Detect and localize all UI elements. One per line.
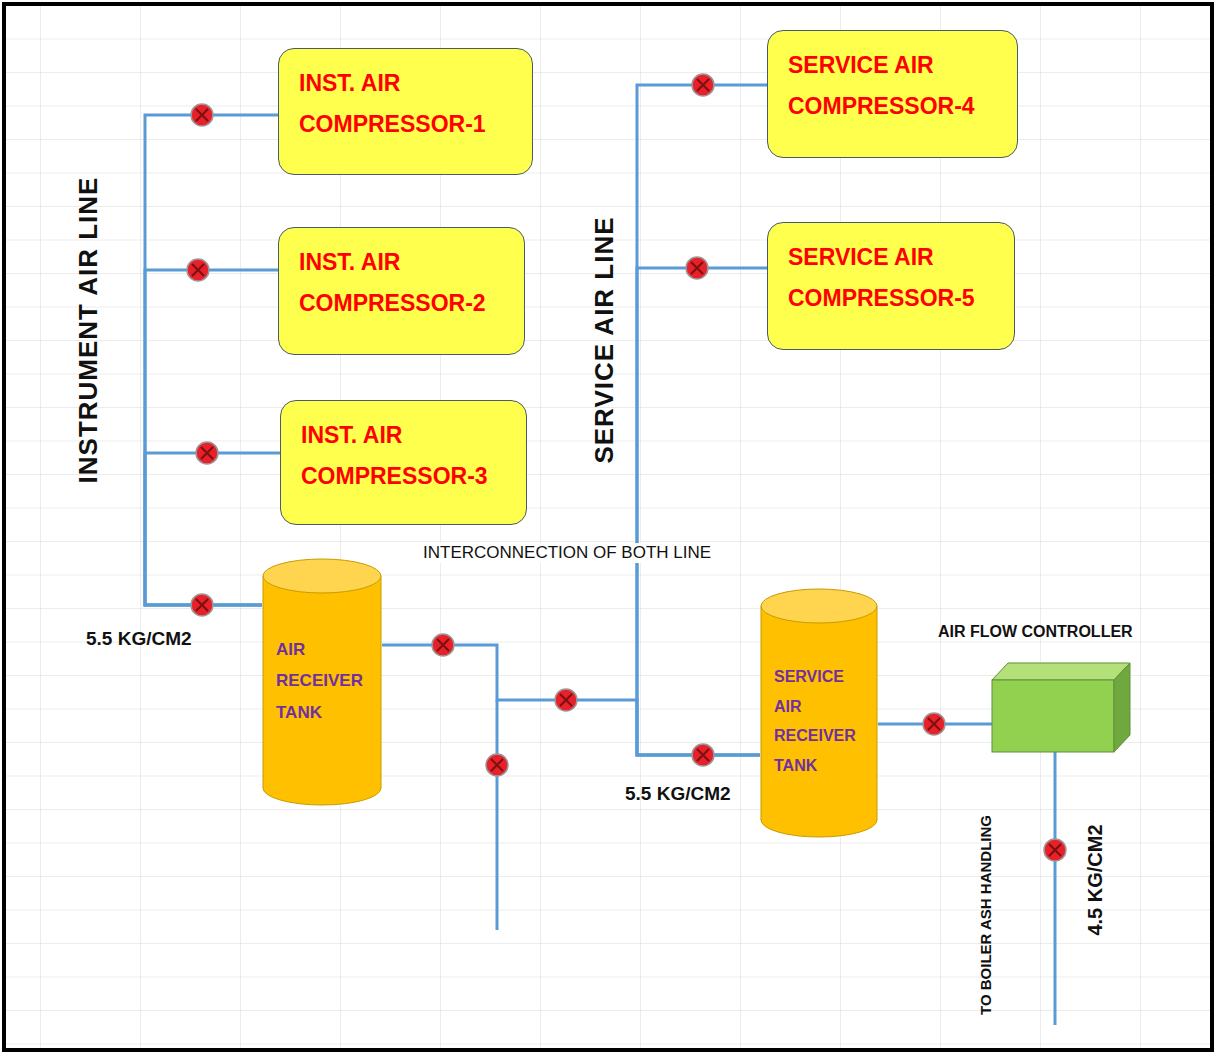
pressure-note: 5.5 KG/CM2: [86, 628, 192, 650]
valve: [686, 257, 708, 279]
valve: [191, 594, 213, 616]
pressure-note: 5.5 KG/CM2: [625, 783, 731, 805]
valve: [196, 442, 218, 464]
line-label: 4.5 KG/CM2: [1084, 824, 1107, 935]
tank-top: [263, 559, 381, 593]
air-pipe: [637, 268, 767, 755]
node-label: INST. AIR COMPRESSOR-1: [299, 63, 522, 146]
compressor-box: SERVICE AIR COMPRESSOR-4: [767, 30, 1018, 158]
tank-side: [263, 576, 381, 788]
valve: [1044, 839, 1066, 861]
air-pipe: [382, 645, 760, 755]
valve: [486, 754, 508, 776]
valve: [432, 634, 454, 656]
node-label: INST. AIR COMPRESSOR-3: [301, 415, 516, 498]
branch-pipe: [496, 700, 499, 930]
controller-front: [992, 680, 1114, 752]
valve: [923, 713, 945, 735]
pressure-note: INTERCONNECTION OF BOTH LINE: [420, 543, 714, 563]
node-label: INST. AIR COMPRESSOR-2: [299, 242, 514, 325]
ash-handling-pipe: [1054, 752, 1057, 1025]
compressor-box: INST. AIR COMPRESSOR-3: [280, 400, 527, 525]
frame-border: [4, 4, 1212, 1050]
line-label: TO BOILER ASH HANDLING: [977, 815, 994, 1015]
air-pipe: [145, 270, 278, 605]
flow-controller: AIR FLOW CONTROLLER: [992, 663, 1130, 752]
valve: [187, 259, 209, 281]
receiver-tank: SERVICE AIR RECEIVER TANK: [760, 588, 878, 838]
tank-body: [761, 606, 877, 820]
tank-top: [761, 589, 877, 623]
controller-shape: [992, 663, 1130, 752]
controller-side: [1114, 663, 1130, 752]
valve: [191, 104, 213, 126]
compressor-box: INST. AIR COMPRESSOR-1: [278, 48, 533, 175]
air-pipe: [145, 115, 278, 605]
air-pipe: [637, 85, 767, 755]
line-label: SERVICE AIR LINE: [589, 216, 620, 463]
node-label: SERVICE AIR RECEIVER TANK: [774, 662, 872, 780]
compressor-box: SERVICE AIR COMPRESSOR-5: [767, 222, 1015, 350]
sheet-grid: [4, 4, 1212, 1050]
air-pipe: [145, 453, 280, 605]
node-label: SERVICE AIR COMPRESSOR-4: [788, 45, 1007, 128]
controller-label: AIR FLOW CONTROLLER: [938, 623, 1133, 641]
valve: [555, 689, 577, 711]
valve: [692, 744, 714, 766]
tank-side: [761, 606, 877, 820]
controller-top: [992, 663, 1130, 680]
line-label: INSTRUMENT AIR LINE: [73, 177, 104, 484]
compressor-box: INST. AIR COMPRESSOR-2: [278, 227, 525, 355]
node-label: SERVICE AIR COMPRESSOR-5: [788, 237, 1004, 320]
valve: [692, 74, 714, 96]
tank-body: [263, 576, 381, 788]
receiver-tank: AIR RECEIVER TANK: [262, 558, 382, 806]
node-label: AIR RECEIVER TANK: [276, 634, 376, 728]
